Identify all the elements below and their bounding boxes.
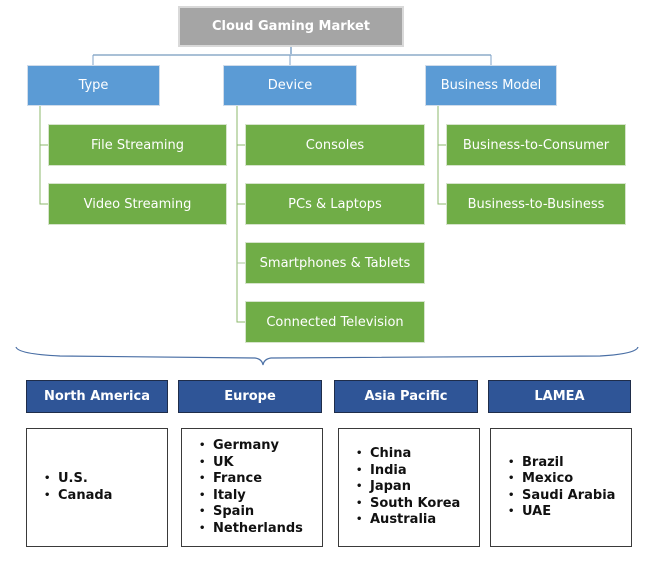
bullet-icon: • [44, 473, 51, 484]
region-europe: Europe [178, 380, 322, 413]
country-item: • China [356, 446, 479, 463]
country-list-asia-pacific: • China • India • Japan • South Korea • Australia [338, 428, 480, 547]
country-name: Mexico [522, 471, 574, 486]
country-item: • Mexico [508, 471, 631, 488]
bullet-icon: • [199, 506, 206, 517]
category-business-model: Business Model [425, 65, 557, 106]
region-asia-pacific: Asia Pacific [334, 380, 478, 413]
country-name: Italy [213, 487, 246, 503]
country-name: India [370, 462, 407, 478]
region-brace [15, 346, 639, 366]
country-name: Saudi Arabia [522, 487, 616, 503]
country-name: Netherlands [213, 520, 303, 536]
country-item: • U.S. [44, 471, 167, 488]
leaf-label: Consoles [305, 137, 365, 153]
bullet-icon: • [199, 440, 206, 451]
bullet-icon: • [356, 481, 363, 493]
country-name: Spain [213, 504, 255, 519]
category-device: Device [223, 65, 357, 106]
country-item: • UK [199, 455, 322, 472]
bullet-icon: • [356, 464, 363, 476]
business-connector [437, 106, 446, 205]
bullet-icon: • [356, 514, 363, 526]
category-type: Type [27, 65, 160, 106]
bullet-icon: • [356, 497, 363, 509]
country-name: China [370, 446, 412, 462]
leaf-pcs-laptops: PCs & Laptops [245, 183, 425, 225]
region-label: Asia Pacific [364, 389, 448, 404]
country-list-lamea: • Brazil • Mexico • Saudi Arabia • UAE [490, 428, 632, 547]
country-name: France [213, 471, 263, 486]
country-name: Brazil [522, 454, 564, 470]
bullet-icon: • [508, 489, 515, 501]
category-label: Type [78, 78, 109, 93]
country-name: UAE [522, 504, 552, 519]
bullet-icon: • [508, 506, 515, 517]
bullet-icon: • [199, 456, 206, 468]
leaf-label: Business-to-Business [467, 196, 605, 212]
country-name: South Korea [370, 495, 461, 511]
region-north-america: North America [26, 380, 168, 413]
leaf-label: Connected Television [266, 314, 404, 330]
bullet-icon: • [508, 456, 515, 468]
country-item: • Italy [199, 488, 322, 505]
country-list-europe: • Germany • UK • France • Italy • Spain • Netherlan… [181, 428, 323, 547]
leaf-label: Business-to-Consumer [462, 137, 610, 153]
leaf-business-to-business: Business-to-Business [446, 183, 626, 225]
bullet-icon: • [199, 473, 206, 484]
leaf-label: Smartphones & Tablets [259, 255, 411, 271]
device-connector [236, 106, 245, 323]
leaf-connected-television: Connected Television [245, 301, 425, 343]
leaf-label: Video Streaming [83, 196, 192, 212]
country-item: • Brazil [508, 455, 631, 472]
root-title: Cloud Gaming Market [212, 19, 370, 34]
country-item: • Canada [44, 488, 167, 505]
leaf-file-streaming: File Streaming [48, 124, 227, 166]
leaf-label: PCs & Laptops [288, 196, 382, 212]
country-list-north-america: • U.S. • Canada [26, 428, 168, 547]
leaf-smartphones-tablets: Smartphones & Tablets [245, 242, 425, 284]
leaf-video-streaming: Video Streaming [48, 183, 227, 225]
country-name: Japan [370, 479, 411, 495]
region-label: North America [44, 389, 150, 404]
country-item: • Japan [356, 479, 479, 496]
leaf-business-to-consumer: Business-to-Consumer [446, 124, 626, 166]
country-item: • France [199, 471, 322, 488]
type-connector [39, 106, 48, 205]
country-name: Germany [213, 438, 279, 453]
country-item: • South Korea [356, 496, 479, 513]
country-name: Australia [370, 512, 437, 528]
bullet-icon: • [508, 473, 515, 484]
region-lamea: LAMEA [488, 380, 631, 413]
country-item: • Netherlands [199, 521, 322, 538]
leaf-label: File Streaming [90, 137, 185, 153]
leaf-consoles: Consoles [245, 124, 425, 166]
category-label: Device [267, 78, 313, 93]
country-name: Canada [58, 487, 113, 503]
bullet-icon: • [199, 489, 206, 501]
country-item: • UAE [508, 504, 631, 521]
region-label: LAMEA [534, 389, 585, 404]
country-item: • India [356, 463, 479, 480]
country-name: UK [213, 454, 234, 470]
country-item: • Australia [356, 512, 479, 529]
bullet-icon: • [44, 489, 51, 501]
bullet-icon: • [356, 448, 363, 460]
bullet-icon: • [199, 522, 206, 534]
root-node: Cloud Gaming Market [178, 6, 404, 47]
country-item: • Germany [199, 438, 322, 455]
country-name: U.S. [58, 471, 88, 486]
country-item: • Spain [199, 504, 322, 521]
region-label: Europe [224, 389, 276, 404]
country-item: • Saudi Arabia [508, 488, 631, 505]
category-label: Business Model [440, 78, 542, 93]
